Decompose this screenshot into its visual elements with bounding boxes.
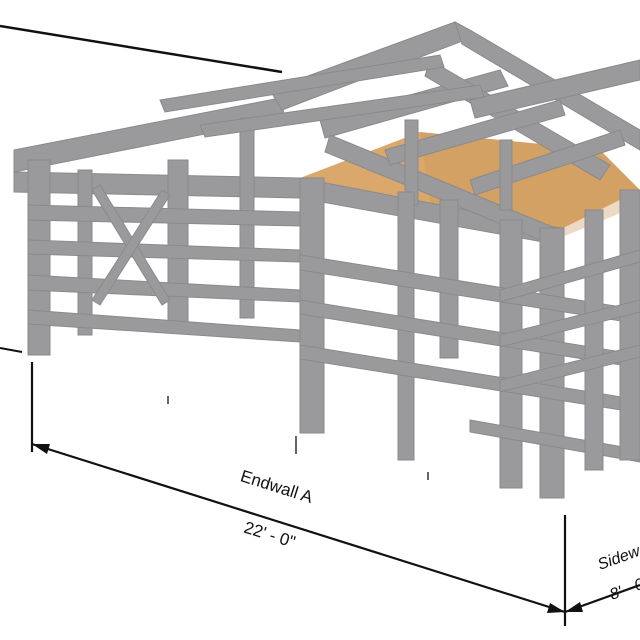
left-dimension-line [0,347,23,353]
top-dimension-line [0,24,283,74]
ground-ticks [167,396,429,480]
endwall-name-label: Endwall A [238,466,316,507]
endwall-length-label: 22' - 0" [242,518,298,552]
steel-frame [13,20,640,499]
endwall-dimension-line [30,362,567,626]
sidewall-length-label: 8' - 0 [608,576,640,604]
sidewall-name-label: Sidewa [596,540,640,574]
sidewall-dimension-line [564,583,640,614]
